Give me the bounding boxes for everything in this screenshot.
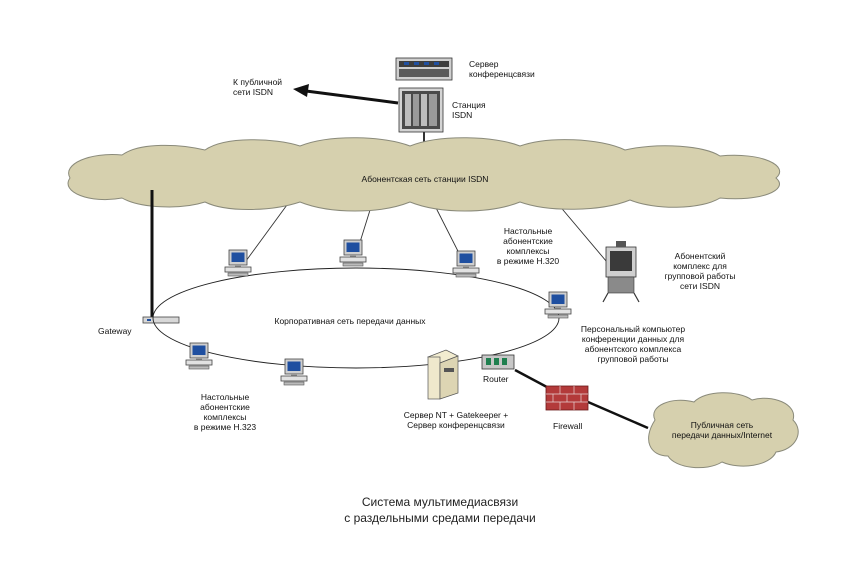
computer-icon: [544, 291, 572, 319]
conference-server-label: Сервер конференцсвязи: [469, 59, 535, 79]
public-network-label: Публичная сеть передачи данных/Internet: [671, 420, 773, 440]
corporate-network-label: Корпоративная сеть передачи данных: [274, 316, 426, 326]
firewall-label: Firewall: [553, 421, 583, 431]
isdn-station-label: Станция ISDN: [452, 100, 486, 120]
gateway-label: Gateway: [98, 326, 132, 336]
arrow-icon: [293, 84, 399, 105]
computer-icon: [185, 342, 213, 370]
firewall-icon: [545, 385, 589, 411]
desktop-h323-label: Настольные абонентские комплексы в режим…: [193, 392, 257, 432]
desktop-h320-label: Настольные абонентские комплексы в режим…: [496, 226, 560, 266]
public-cloud-icon: [648, 392, 799, 469]
server-rack-icon: [395, 57, 453, 81]
computer-icon: [339, 239, 367, 267]
computer-icon: [280, 358, 308, 386]
pc-conference-label: Персональный компьютер конференции данны…: [580, 324, 686, 364]
caption-line-2: с раздельными средами передачи: [344, 511, 536, 525]
tower-server-icon: [427, 349, 459, 400]
router-label: Router: [483, 374, 509, 384]
server-nt-label: Сервер NT + Gatekeeper + Сервер конферен…: [403, 410, 509, 430]
router-icon: [481, 354, 515, 370]
computer-icon: [224, 249, 252, 277]
public-isdn-label: К публичной сети ISDN: [233, 77, 283, 97]
cloud-icon: [67, 137, 781, 212]
computer-icon: [452, 250, 480, 278]
gateway-icon: [142, 316, 180, 324]
caption-line-1: Система мультимедиасвязи: [361, 495, 519, 509]
isdn-station-icon: [398, 87, 444, 133]
group-complex-label: Абонентский комплекс для групповой работ…: [664, 251, 736, 291]
subscriber-network-label: Абонентская сеть станции ISDN: [361, 174, 489, 184]
diagram-caption: Система мультимедиасвязи с раздельными с…: [250, 494, 630, 526]
video-cart-icon: [602, 241, 640, 303]
